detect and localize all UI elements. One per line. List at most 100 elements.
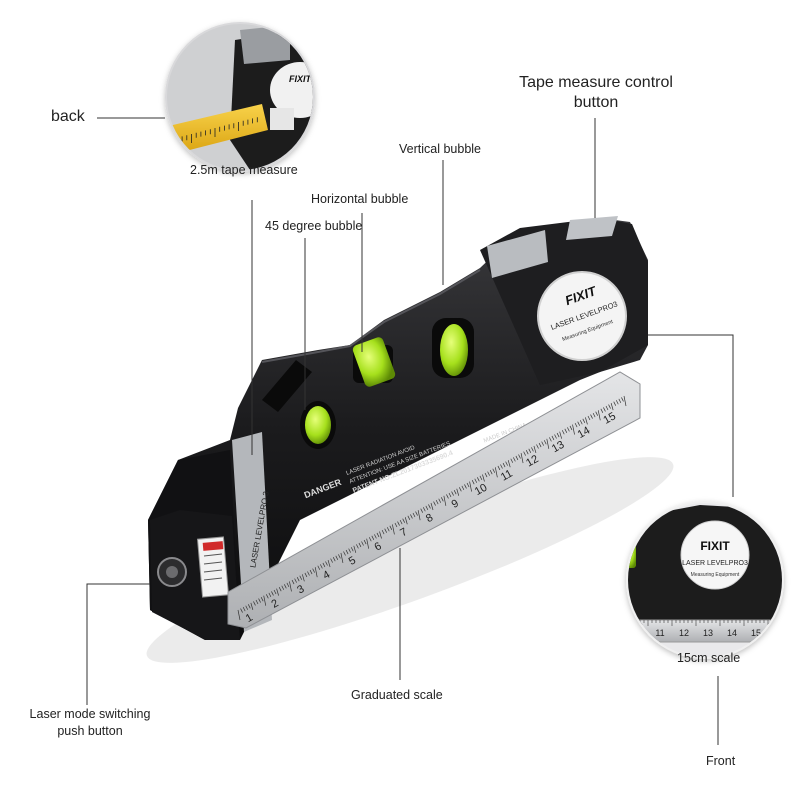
ruler-tick xyxy=(240,608,243,613)
ruler-tick xyxy=(559,431,563,439)
ruler-tick xyxy=(399,519,403,525)
ruler-tick xyxy=(587,415,591,421)
ruler-tick xyxy=(551,435,555,441)
label-back: back xyxy=(51,108,85,125)
ruler-tick xyxy=(456,488,460,496)
ruler-tick xyxy=(484,472,488,478)
ruler-tick xyxy=(237,609,241,621)
ruler-tick xyxy=(368,537,372,542)
ruler-number: 6 xyxy=(372,540,383,553)
ruler-tick xyxy=(533,445,537,454)
ruler-tick xyxy=(446,494,449,499)
ruler-number: 11 xyxy=(499,468,515,484)
ruler-tick xyxy=(294,578,297,583)
ruler-number: 5 xyxy=(347,554,358,567)
ruler-tick xyxy=(356,544,359,549)
label-laser-switch: Laser mode switching push button xyxy=(18,707,162,738)
label-45-degree-bubble: 45 degree bubble xyxy=(265,219,363,233)
detail-ruler-number: 14 xyxy=(727,628,737,638)
label-graduated-scale: Graduated scale xyxy=(351,688,443,702)
ruler-tick xyxy=(443,495,447,506)
detail-circle-front: FIXIT LASER LEVELPRO3 Measuring Equipmen… xyxy=(626,501,784,659)
ruler-tick xyxy=(582,418,586,423)
ruler-tick xyxy=(518,454,521,459)
ruler-tick xyxy=(307,571,310,576)
ruler-tick xyxy=(394,522,398,528)
ruler-tick xyxy=(304,572,308,578)
ruler-tick xyxy=(317,565,321,570)
label-tape-control: Tape measure control button xyxy=(500,74,692,112)
ruler-tick xyxy=(469,481,472,492)
ruler-tick xyxy=(332,557,336,562)
label-horizontal-bubble: Horizontal bubble xyxy=(311,192,409,206)
ruler-tick xyxy=(281,585,285,590)
ruler-tick xyxy=(422,507,426,512)
ruler-tick xyxy=(494,467,498,478)
ruler-tick xyxy=(561,430,565,435)
ruler-tick xyxy=(312,568,315,573)
ruler-tick xyxy=(531,447,534,452)
ruler-tick xyxy=(590,414,593,419)
detail-circle-back: FIXIT xyxy=(165,22,315,172)
ruler-tick xyxy=(358,542,362,548)
ruler-tick xyxy=(525,450,529,455)
detail-ruler-number: 10 xyxy=(631,628,641,638)
ruler-tick xyxy=(366,538,370,549)
ruler-tick xyxy=(322,562,326,568)
ruler-tick xyxy=(412,512,416,518)
ruler-tick xyxy=(453,490,457,495)
ruler-tick xyxy=(577,421,580,426)
ruler-tick xyxy=(621,397,624,402)
ruler-tick xyxy=(610,403,614,411)
ruler-tick xyxy=(608,404,611,409)
ruler-tick xyxy=(386,527,390,532)
ruler-tick xyxy=(618,398,622,404)
ruler-tick xyxy=(250,602,254,610)
ruler-tick xyxy=(482,474,485,482)
label-tape-control-line1: Tape measure control xyxy=(519,74,673,91)
ruler-tick xyxy=(597,410,601,421)
ruler-tick xyxy=(515,455,519,461)
ruler-tick xyxy=(314,567,318,578)
ruler-tick xyxy=(286,582,290,588)
ruler-tick xyxy=(320,564,323,569)
ruler-tick xyxy=(384,528,387,533)
ruler-tick xyxy=(379,531,382,539)
ruler-tick xyxy=(574,422,578,428)
ruler-tick xyxy=(417,510,421,521)
ruler-tick xyxy=(492,468,496,473)
ruler-number: 1 xyxy=(244,612,255,625)
ruler-tick xyxy=(407,515,411,520)
ruler-tick xyxy=(425,505,429,511)
detail-ruler-number: 13 xyxy=(703,628,713,638)
ruler-number: 3 xyxy=(295,583,306,596)
ruler-number: 14 xyxy=(576,425,593,441)
label-laser-switch-line2: push button xyxy=(57,724,123,738)
ruler-tick xyxy=(420,508,424,513)
detail-ruler-number: 11 xyxy=(655,628,664,638)
back-logo-text: FIXIT xyxy=(289,74,313,84)
ruler-tick xyxy=(430,502,434,511)
ruler-tick xyxy=(605,405,609,411)
ruler-tick xyxy=(603,407,606,412)
ruler-number: 15 xyxy=(601,410,618,426)
ruler-tick xyxy=(541,441,544,446)
ruler-tick xyxy=(265,594,269,599)
ruler-tick xyxy=(477,477,480,482)
ruler-tick xyxy=(242,606,246,612)
ruler-tick xyxy=(497,465,501,471)
ruler-tick xyxy=(371,535,375,540)
ruler-tick xyxy=(258,598,261,603)
ruler-tick xyxy=(510,458,514,463)
ruler-tick xyxy=(296,577,300,582)
ruler-tick xyxy=(451,491,454,496)
ruler-tick xyxy=(592,412,596,418)
ruler-tick xyxy=(415,511,418,516)
ruler-tick xyxy=(471,480,475,485)
ruler-tick xyxy=(299,575,303,580)
ruler-number: 12 xyxy=(524,453,541,469)
front-logo-text: FIXIT xyxy=(700,539,730,553)
ruler-tick xyxy=(523,451,526,456)
bubble-horizontal xyxy=(352,337,396,387)
ruler-tick xyxy=(595,411,599,416)
